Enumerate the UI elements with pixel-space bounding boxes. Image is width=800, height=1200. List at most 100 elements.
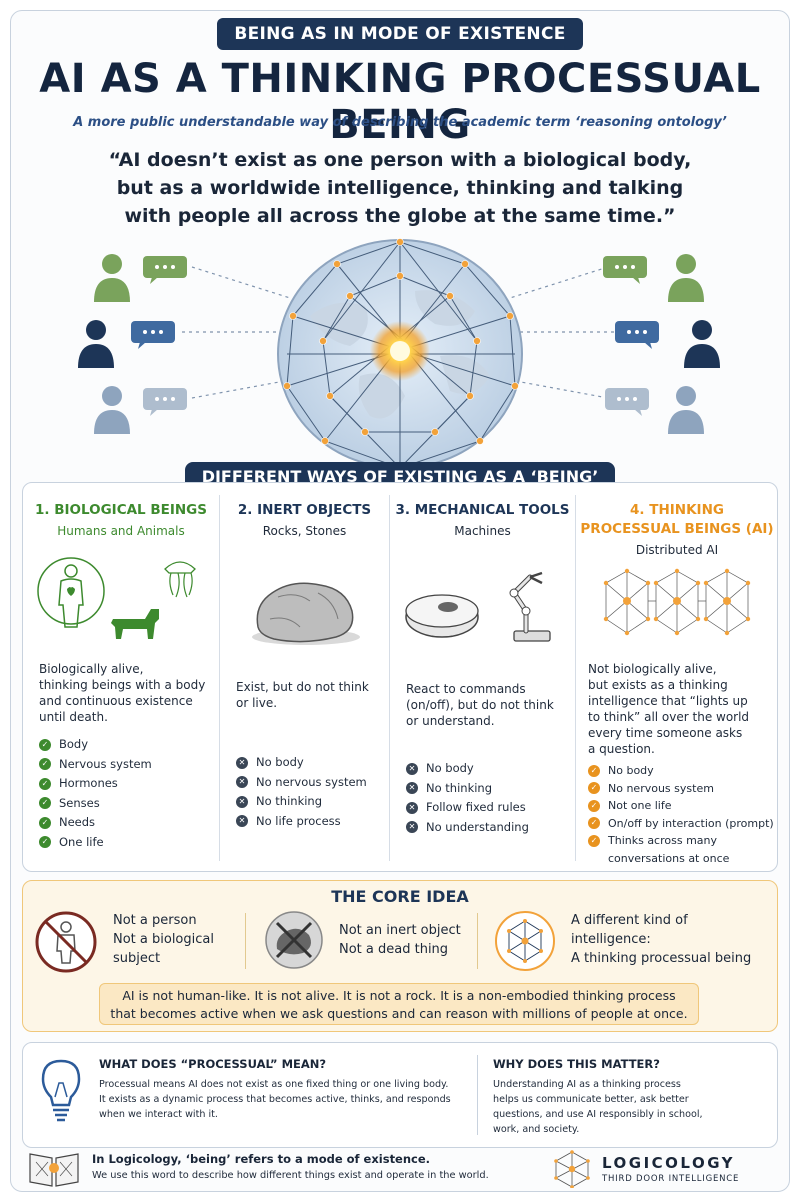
quote-line: but as a worldwide intelligence, thinkin… [116,177,684,199]
chat-bubble-icon [143,256,187,284]
x-icon: ✕ [406,762,418,775]
list-item: ✓Thinks across many [588,832,774,850]
footer-line-2: We use this word to describe how differe… [92,1170,489,1181]
chat-bubble-icon [131,321,175,349]
item-label: One life [59,834,104,849]
check-icon: ✓ [39,738,51,751]
core-line: A thinking processual being [571,951,752,966]
robot-machine-icon [405,571,551,642]
summary-line: that becomes active when we ask question… [110,1006,688,1021]
divider [245,913,246,969]
list-item: ✓Needs [39,813,152,833]
item-label: No nervous system [256,774,367,789]
list-item: ✕No thinking [236,792,367,812]
feature-list: ✓No body ✓No nervous system ✓Not one lif… [588,762,774,867]
item-label: No body [608,764,654,777]
core-line: A different kind of [571,913,688,928]
list-item: ✕ No understanding [406,818,529,838]
top-banner: BEING AS IN MODE OF EXISTENCE [217,18,583,50]
item-label: conversations at once [608,851,730,865]
brand-name: LOGICOLOGY [602,1154,736,1172]
divider [477,1055,478,1135]
list-item: conversations at once [588,850,774,868]
desc-line: and continuous existence [39,694,193,708]
item-label: Needs [59,815,96,829]
column-subtitle: Distributed AI [635,543,719,557]
person-icon [94,386,130,434]
desc-line: until death. [39,710,108,724]
feature-list: ✕ No body ✕No nervous system ✕No thinking… [236,753,367,831]
person-icon [94,254,130,302]
list-item: ✓Not one life [588,797,774,815]
chat-bubble-icon [605,388,649,416]
quote-line: “AI doesn’t exist as one person with a b… [108,149,692,171]
core-line: subject [113,951,161,966]
processual-explainer: WHAT DOES “PROCESSUAL” MEAN? Processual … [99,1057,469,1122]
list-item: ✓Nervous system [39,755,152,775]
check-icon: ✓ [39,758,51,771]
item-label: Not one life [608,799,672,812]
desc-line: to think” all over the world [588,710,750,724]
list-item: ✓ Body [39,735,152,755]
x-icon: ✕ [406,821,418,834]
info-line: work, and society. [493,1124,580,1135]
item-label: No nervous system [608,781,714,795]
divider [477,913,478,969]
list-item: ✕ No body [406,759,529,779]
item-label: Hormones [59,776,118,790]
item-label: On/off by interaction (prompt) [608,816,774,830]
footer-line-1: In Logicology, ‘being’ refers to a mode … [92,1152,431,1166]
column-title-line: PROCESSUAL BEINGS (AI) [580,521,774,537]
core-line: intelligence: [571,932,651,947]
info-left-title: WHAT DOES “PROCESSUAL” MEAN? [99,1057,327,1071]
chat-bubble-icon [143,388,187,416]
x-icon: ✕ [406,801,418,814]
desc-line: but exists as a thinking [588,678,728,692]
item-label: No understanding [426,819,529,834]
desc-line: Biologically alive, [39,662,144,676]
column-divider [575,495,576,861]
check-icon: ✓ [588,834,600,847]
desc-line: intelligence that “lights up [588,694,748,708]
book-network-icon [29,1153,79,1187]
ai-network-icon [495,911,555,971]
core-idea-panel: THE CORE IDEA Not a person Not a biologi… [22,880,778,1032]
column-subtitle: Machines [454,524,511,538]
desc-line: (on/off), but do not think [406,698,554,712]
distributed-network-icon [603,568,751,636]
x-icon: ✕ [406,782,418,795]
core-item-not-person: Not a person Not a biological subject [113,911,214,968]
item-label: No life process [256,813,341,828]
item-label: No body [256,755,304,769]
human-animal-icon [37,557,196,639]
column-description: Not biologically alive, but exists as a … [588,661,749,757]
check-icon: ✓ [588,782,600,795]
item-label: No body [426,761,474,775]
person-icon [668,386,704,434]
why-matters-explainer: WHY DOES THIS MATTER? Understanding AI a… [493,1057,763,1137]
check-icon: ✓ [39,836,51,849]
column-thinking-processual-beings: 4. THINKING PROCESSUAL BEINGS (AI) Distr… [576,483,778,871]
list-item: ✕ No thinking [406,779,529,799]
item-label: Follow fixed rules [426,800,526,814]
feature-list: ✕ No body ✕ No thinking ✕ Follow fixed rule… [406,759,529,837]
check-icon: ✓ [588,817,600,830]
info-line: questions, and use AI responsibly in sch… [493,1109,703,1120]
list-item: ✓Senses [39,794,152,814]
desc-line: or live. [236,696,278,710]
person-icon [78,320,114,368]
column-title-line: 4. THINKING [630,502,724,518]
being-types-panel: 1. BIOLOGICAL BEINGS Humans and Animals … [22,482,778,872]
x-icon: ✕ [236,756,248,769]
no-rock-icon [265,911,323,969]
item-label: Body [59,737,89,751]
info-line: It exists as a dynamic process that beco… [99,1094,451,1105]
info-line: Processual means AI does not exist as on… [99,1079,449,1090]
core-title: THE CORE IDEA [331,887,469,906]
no-person-icon [35,911,97,973]
column-title: 2. INERT OBJECTS [237,502,372,518]
item-label: No thinking [426,780,493,795]
list-item: ✕No nervous system [236,773,367,793]
core-line: Not a dead thing [339,942,449,957]
column-subtitle: Humans and Animals [57,524,185,538]
